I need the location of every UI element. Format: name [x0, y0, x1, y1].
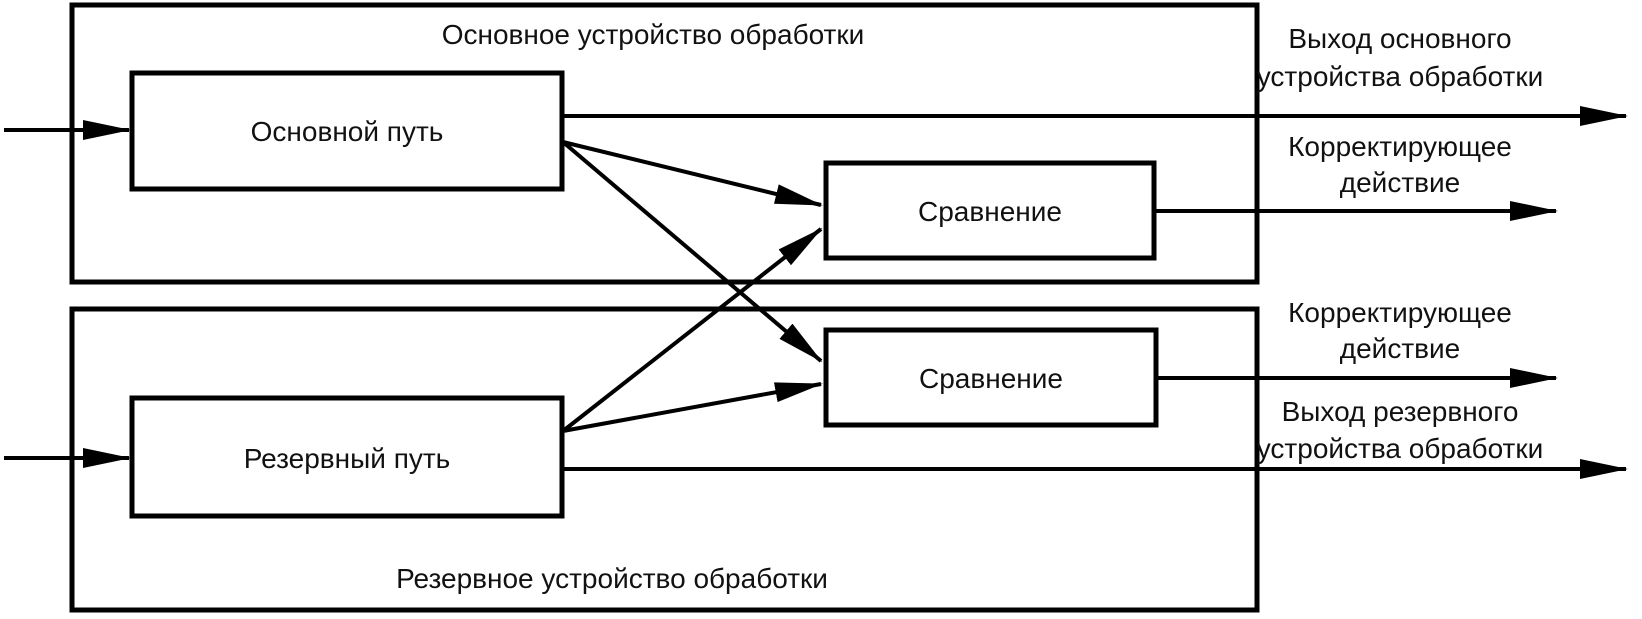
reserve-output-label-line1: Выход резервного: [1282, 396, 1519, 427]
main-path-box: [129, 70, 565, 192]
reserve-path-label: Резервный путь: [244, 443, 451, 474]
corrective-bottom-label-line1: Корректирующее: [1288, 297, 1512, 328]
arrow-main-path-to-top-compare: [562, 140, 823, 207]
corrective-bottom-label-line2: действие: [1340, 333, 1460, 364]
bottom-compare-label: Сравнение: [919, 363, 1063, 394]
main-output-label-line1: Выход основного: [1288, 23, 1511, 54]
bottom-compare-box: [823, 327, 1159, 428]
reserve-device-title: Резервное устройство обработки: [396, 563, 828, 594]
arrow-reserve-path-to-top-compare: [561, 227, 823, 433]
main-device-title: Основное устройство обработки: [442, 19, 865, 50]
reserve-path-box: [129, 395, 565, 519]
corrective-top-label-line1: Корректирующее: [1288, 131, 1512, 162]
main-output-label-line2: устройства обработки: [1257, 61, 1544, 92]
top-compare-label: Сравнение: [918, 196, 1062, 227]
corrective-top-label-line2: действие: [1340, 167, 1460, 198]
main-path-label: Основной путь: [251, 116, 444, 147]
arrow-main-path-to-bottom-compare: [561, 140, 823, 363]
reserve-output-label-line2: устройства обработки: [1257, 433, 1544, 464]
arrow-reserve-path-to-bottom-compare: [562, 382, 823, 433]
